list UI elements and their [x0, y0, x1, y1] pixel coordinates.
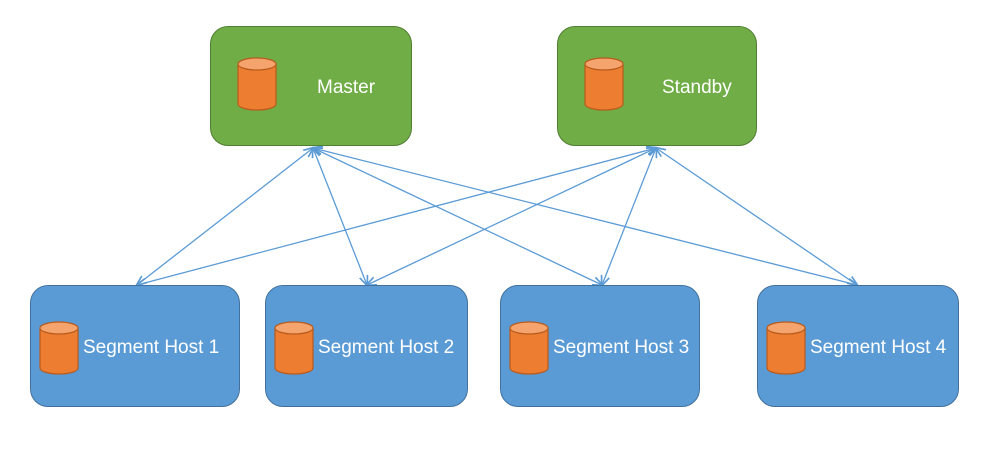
database-icon	[274, 321, 314, 375]
segment-host-4-node: Segment Host 4	[757, 285, 959, 407]
standby-node: Standby	[557, 26, 757, 146]
segment-host-2-label: Segment Host 2	[318, 337, 455, 358]
master-node: Master	[210, 26, 412, 146]
connection-arrow-standby-segment-3	[602, 148, 656, 285]
segment-host-4-label: Segment Host 4	[810, 337, 947, 358]
segment-host-3-label: Segment Host 3	[553, 337, 690, 358]
database-icon	[584, 57, 624, 111]
segment-host-1-node: Segment Host 1	[30, 285, 240, 407]
database-icon	[39, 321, 79, 375]
segment-host-3-node: Segment Host 3	[500, 285, 700, 407]
connection-arrow-master-segment-2	[313, 148, 367, 285]
standby-label: Standby	[662, 77, 732, 98]
connection-arrow-master-segment-1	[137, 148, 313, 285]
connection-arrow-standby-segment-4	[656, 148, 857, 285]
connection-arrow-standby-segment-2	[367, 148, 656, 285]
segment-host-2-node: Segment Host 2	[265, 285, 468, 407]
connection-arrow-master-segment-3	[313, 148, 602, 285]
database-icon	[766, 321, 806, 375]
master-label: Master	[317, 77, 376, 98]
database-icon	[509, 321, 549, 375]
segment-host-1-label: Segment Host 1	[83, 337, 220, 358]
database-icon	[237, 57, 277, 111]
